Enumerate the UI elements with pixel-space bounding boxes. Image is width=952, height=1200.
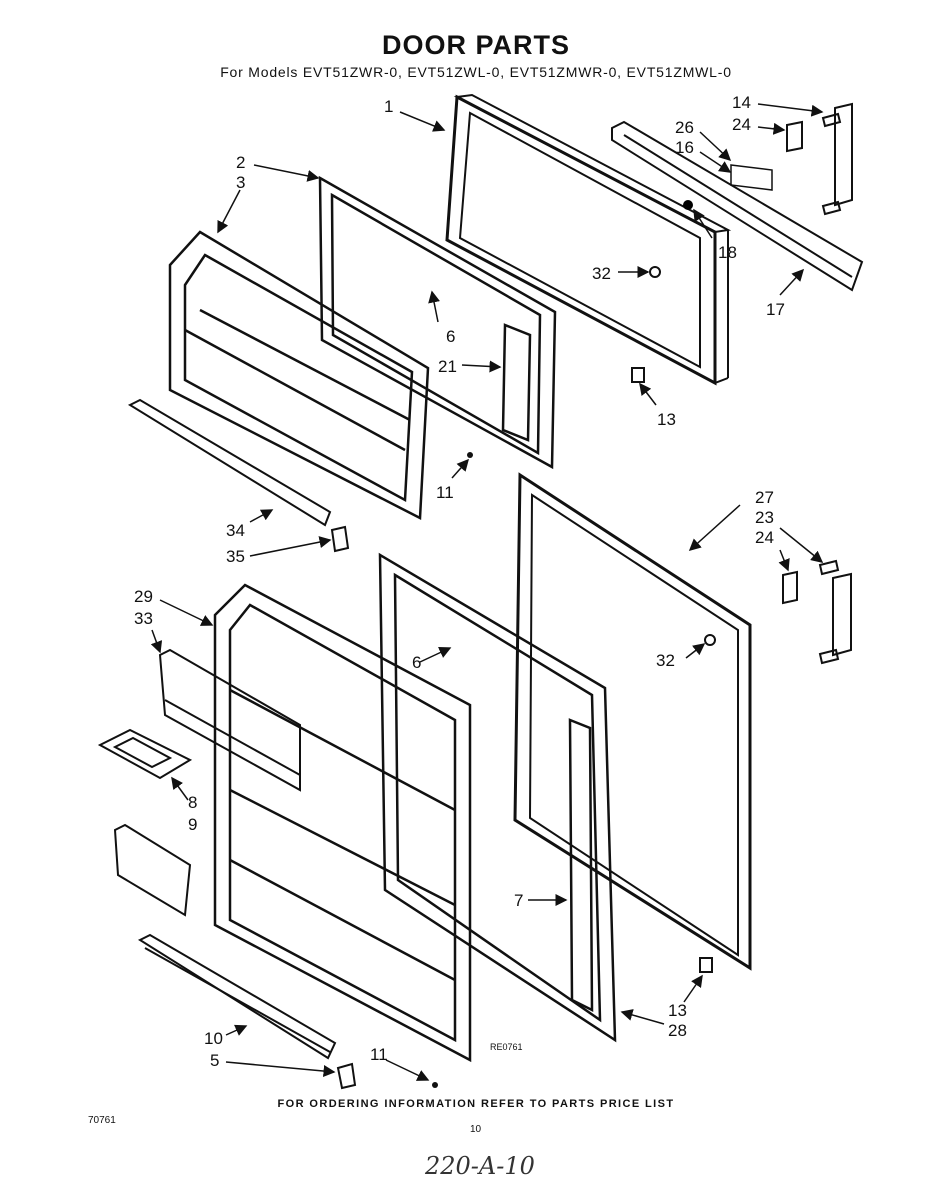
- callout-33: 33: [134, 609, 153, 628]
- callout-32-upper: 32: [592, 264, 611, 283]
- callout-7: 7: [514, 891, 523, 910]
- callout-16: 16: [675, 138, 694, 157]
- callout-24-upper: 24: [732, 115, 751, 134]
- hinge-pin-lower: [699, 957, 713, 973]
- refrigerator-door-gasket: [378, 552, 617, 1043]
- callout-14: 14: [732, 93, 751, 112]
- hinge-pin-upper: [631, 367, 645, 383]
- door-bin: [113, 823, 192, 917]
- refrigerator-door-liner: [213, 583, 472, 1063]
- leader-lines: [150, 103, 824, 1081]
- callout-23: 23: [755, 508, 774, 527]
- callout-10: 10: [204, 1029, 223, 1048]
- freezer-door-stop: [330, 525, 350, 553]
- door-handle-bar: [611, 120, 864, 292]
- callout-6-upper: 6: [446, 327, 455, 346]
- callout-28: 28: [668, 1021, 687, 1040]
- callout-27: 27: [755, 488, 774, 507]
- plug-button-lower: [704, 634, 716, 646]
- ordering-note: FOR ORDERING INFORMATION REFER TO PARTS …: [277, 1098, 675, 1110]
- callout-1: 1: [384, 97, 393, 116]
- callout-8: 8: [188, 793, 197, 812]
- callout-34: 34: [226, 521, 245, 540]
- callout-6-lower: 6: [412, 653, 421, 672]
- page-title: DOOR PARTS: [381, 30, 570, 60]
- callout-32-lower: 32: [656, 651, 675, 670]
- callout-13-upper: 13: [657, 410, 676, 429]
- callout-26: 26: [675, 118, 694, 137]
- callout-35: 35: [226, 547, 245, 566]
- page-number: 10: [470, 1124, 482, 1135]
- lower-hinge: [782, 559, 852, 665]
- refrigerator-door-stop: [336, 1062, 357, 1090]
- callout-9: 9: [188, 815, 197, 834]
- dairy-door-shelf: [158, 648, 301, 792]
- refrigerator-shelf-bar: [137, 933, 337, 1060]
- freezer-door-liner: [168, 230, 430, 520]
- callout-18: 18: [718, 243, 737, 262]
- drawing-reference: RE0761: [490, 1042, 523, 1052]
- screw-lower: [432, 1082, 438, 1088]
- callout-21: 21: [438, 357, 457, 376]
- freezer-door-gasket: [318, 175, 557, 470]
- callout-24-lower: 24: [755, 528, 774, 547]
- plug-button-upper: [649, 266, 661, 278]
- freezer-outer-door-panel: [445, 93, 732, 386]
- callout-2: 2: [236, 153, 245, 172]
- upper-hinge: [786, 102, 853, 216]
- callout-labels: 1 2 3 14 24 26 16 18 32 17 6 21 13 11 34…: [134, 93, 785, 1070]
- callout-29: 29: [134, 587, 153, 606]
- refrigerator-outer-door: [513, 472, 752, 971]
- screw-upper: [467, 452, 473, 458]
- callout-5: 5: [210, 1051, 219, 1070]
- egg-tray: [97, 728, 193, 780]
- callout-17: 17: [766, 300, 785, 319]
- callout-11-lower: 11: [370, 1045, 388, 1064]
- catalog-code: 70761: [88, 1115, 116, 1126]
- callout-13-lower: 13: [668, 1001, 687, 1020]
- callout-11-upper: 11: [436, 483, 454, 502]
- model-list: For Models EVT51ZWR-0, EVT51ZWL-0, EVT51…: [220, 64, 732, 80]
- freezer-shelf-bar: [127, 398, 332, 527]
- callout-3: 3: [236, 173, 245, 192]
- handwritten-note: 220-A-10: [425, 1152, 535, 1180]
